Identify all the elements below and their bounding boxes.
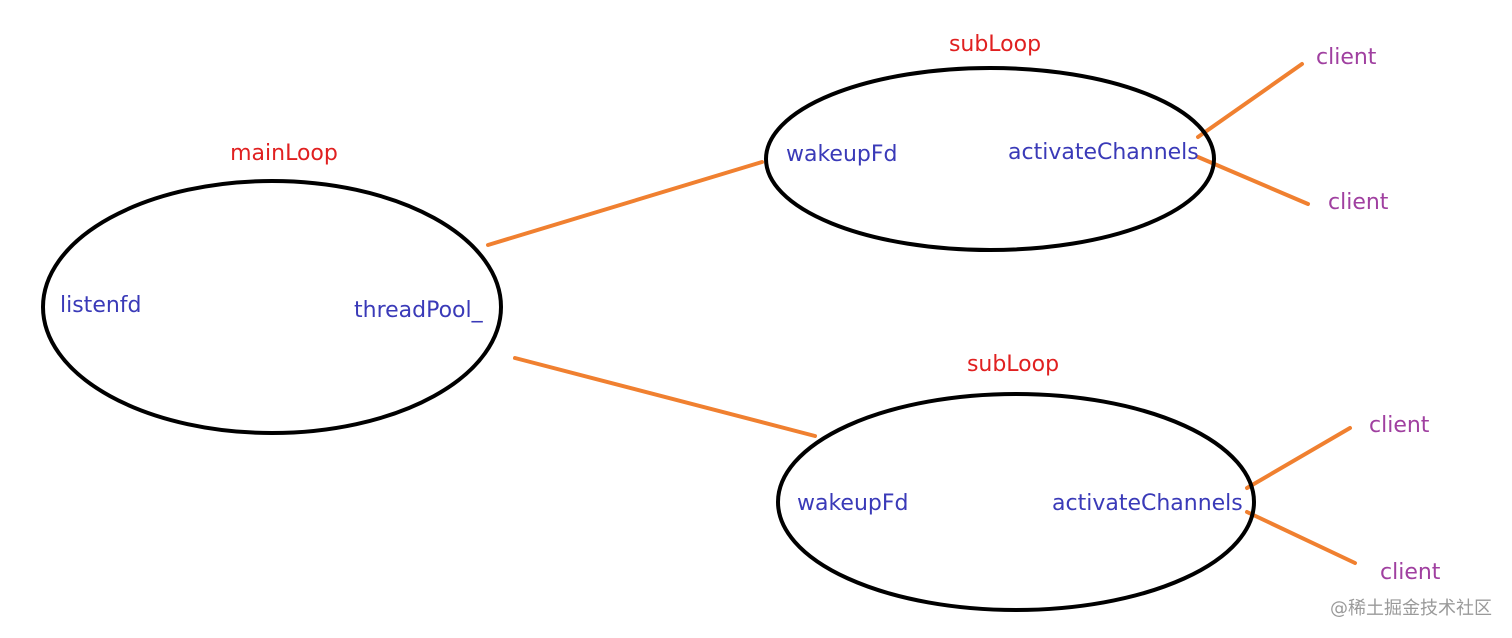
sub-loop-top-client-2: client xyxy=(1328,190,1389,215)
sub-loop-top-ellipse xyxy=(764,66,1216,252)
sub-loop-bottom-client-2: client xyxy=(1380,560,1441,585)
sub-loop-top-wakeupfd-label: wakeupFd xyxy=(786,142,898,167)
sub-loop-bottom-client-1: client xyxy=(1369,413,1430,438)
connector-sub-top-client-2 xyxy=(1196,155,1310,206)
watermark: @稀土掘金技术社区 xyxy=(1330,598,1492,619)
connector-main-to-sub-top xyxy=(486,160,764,247)
connector-sub-top-client-1 xyxy=(1196,62,1304,139)
sub-loop-top-title: subLoop xyxy=(949,32,1041,57)
main-loop-listenfd-label: listenfd xyxy=(60,293,142,318)
sub-loop-top-client-1: client xyxy=(1316,45,1377,70)
sub-loop-bottom-ellipse xyxy=(776,392,1256,612)
main-loop-title: mainLoop xyxy=(230,141,338,166)
connector-sub-bottom-client-2 xyxy=(1245,510,1357,565)
main-loop-threadpool-label: threadPool_ xyxy=(354,298,484,323)
sub-loop-bottom-title: subLoop xyxy=(967,352,1059,377)
sub-loop-bottom-wakeupfd-label: wakeupFd xyxy=(797,491,909,516)
sub-loop-top-channels-label: activateChannels xyxy=(1008,140,1199,165)
connector-sub-bottom-client-1 xyxy=(1245,426,1352,490)
main-loop-ellipse xyxy=(41,179,503,435)
connector-main-to-sub-bottom xyxy=(513,356,817,438)
sub-loop-bottom-channels-label: activateChannels xyxy=(1052,491,1243,516)
